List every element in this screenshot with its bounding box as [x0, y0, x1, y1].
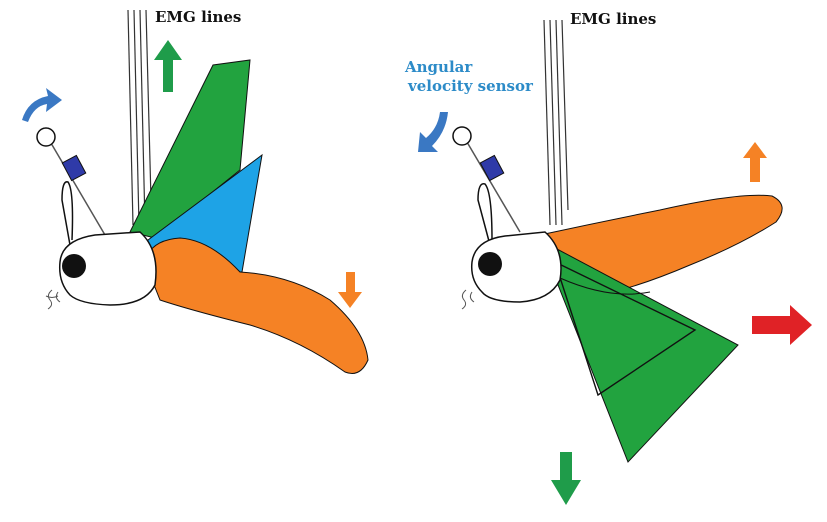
emg-lines-left: [127, 9, 152, 226]
wing-outline-right: [553, 260, 697, 397]
insect-legs-left: [45, 289, 61, 310]
antenna-right: [477, 183, 493, 246]
angular-velocity-sensor-label: Angular velocity sensor: [405, 58, 533, 96]
antenna-left: [61, 181, 74, 246]
hindwing-orange-left: [144, 237, 369, 374]
emg-lines-right: [543, 19, 569, 226]
sensor-ball-right: [452, 126, 472, 146]
curved-arrow-icon: [418, 112, 448, 152]
curved-arrow-icon: [22, 88, 62, 122]
emg-lines-label-left: EMG lines: [155, 8, 242, 26]
sensor-rod-right: [463, 136, 521, 233]
wing-arc-right: [559, 277, 651, 295]
forewing-left: [129, 59, 251, 239]
sensor-rod-left: [47, 137, 106, 236]
sensor-ball-left: [36, 127, 56, 147]
down-arrow-icon: [338, 272, 362, 308]
right-arrow-icon: [752, 305, 812, 345]
sensor-label-line2: velocity sensor: [408, 77, 533, 95]
up-arrow-icon: [743, 142, 767, 182]
insect-legs-right: [461, 289, 475, 310]
insect-eye-right: [478, 252, 502, 276]
insect-body-right: [470, 231, 562, 303]
sensor-label-line1: Angular: [405, 58, 473, 76]
insect-eye-left: [62, 254, 86, 278]
emg-lines-label-right: EMG lines: [570, 10, 657, 28]
left-panel: [22, 9, 369, 374]
insect-body-left: [58, 231, 157, 306]
sensor-box-left: [61, 154, 87, 182]
down-arrow-icon: [551, 452, 581, 505]
sensor-box-right: [479, 154, 505, 182]
right-panel: [418, 19, 812, 505]
up-arrow-icon: [154, 40, 182, 92]
